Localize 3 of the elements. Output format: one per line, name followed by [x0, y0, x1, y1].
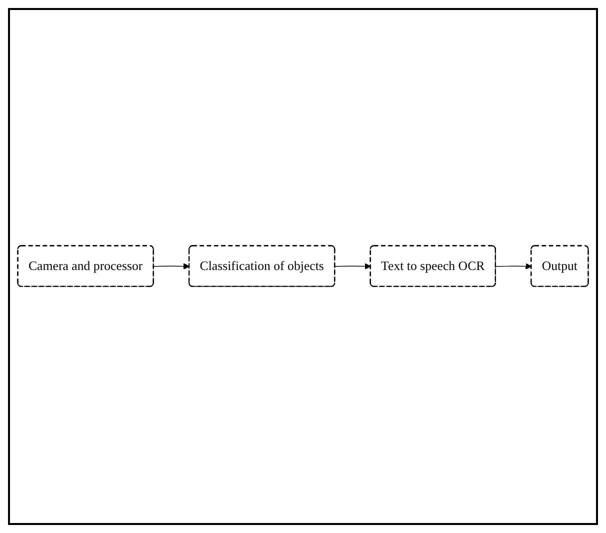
- arrow: [153, 264, 190, 270]
- arrow: [334, 264, 371, 270]
- arrow: [495, 264, 532, 270]
